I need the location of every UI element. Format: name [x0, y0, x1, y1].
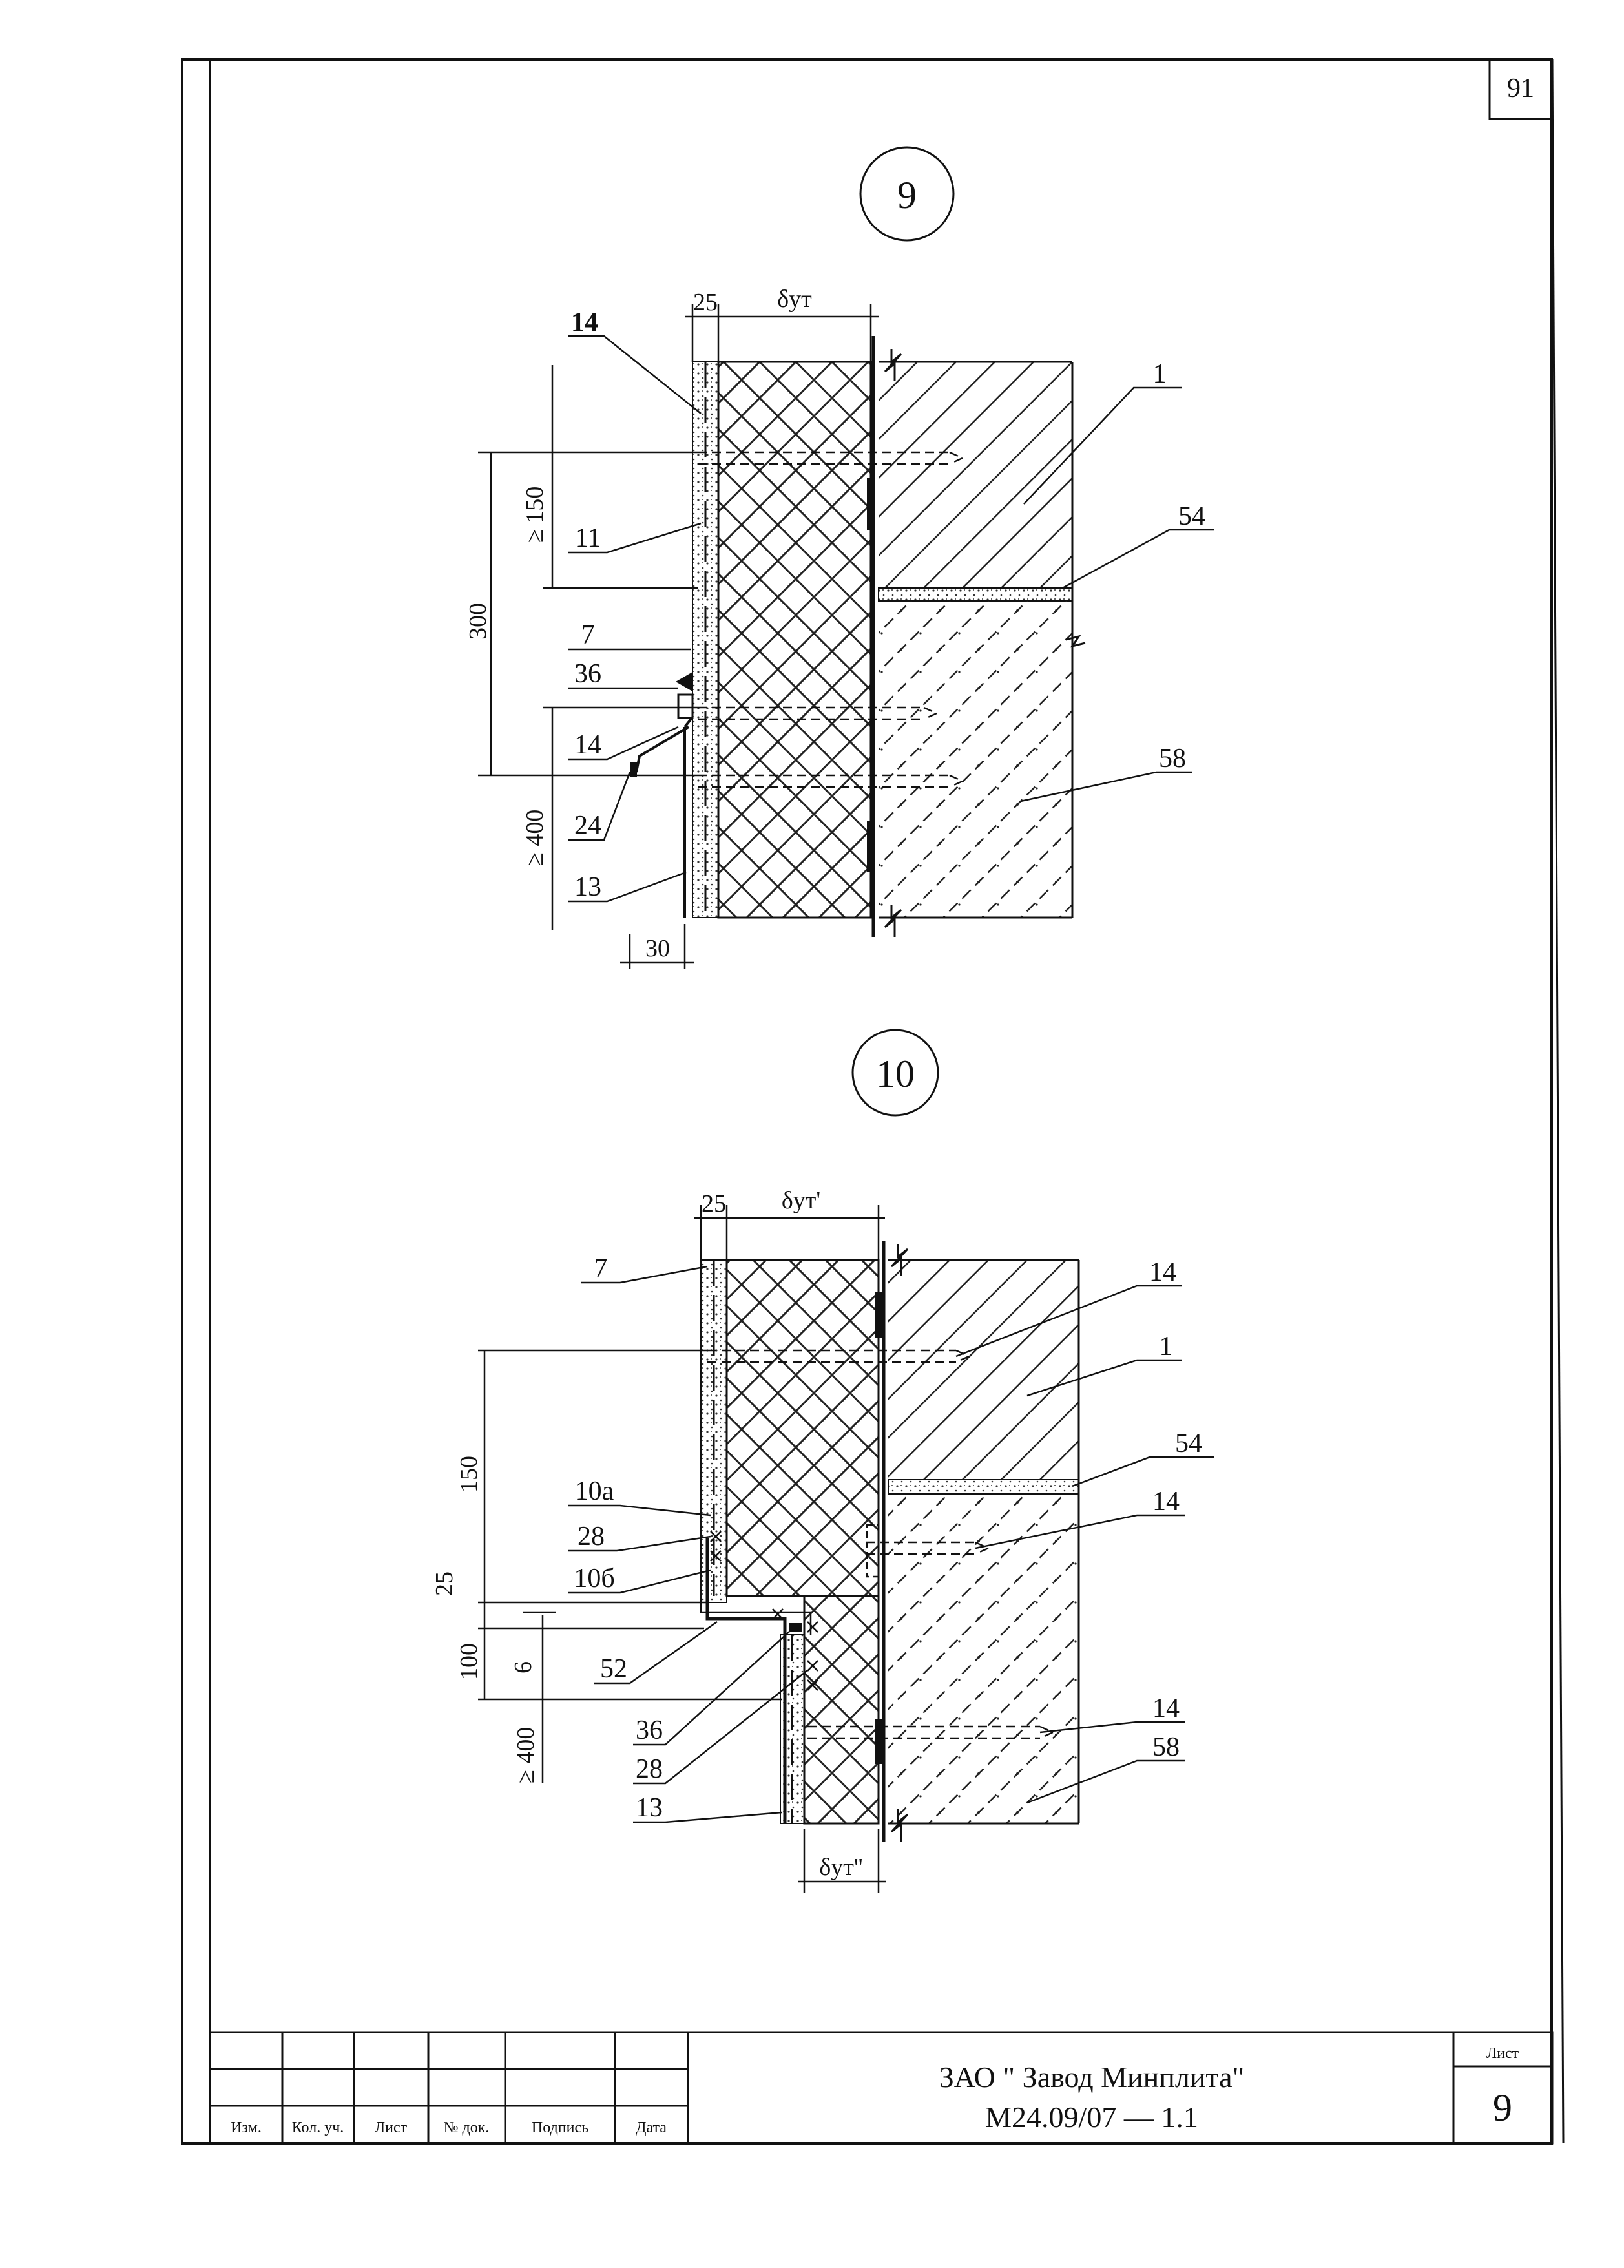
base-profile	[683, 716, 694, 918]
callout-54: 54	[1175, 1429, 1202, 1458]
callout-11: 11	[575, 523, 601, 553]
dim-gap: 25	[693, 289, 718, 316]
detail-9-circle	[859, 146, 955, 242]
callout-14: 14	[571, 308, 598, 337]
anchor	[698, 451, 965, 788]
adhesive-spot	[875, 1719, 883, 1764]
insulation-slab	[717, 361, 872, 919]
callout-13: 13	[636, 1793, 663, 1823]
detail-10-id: 10	[876, 1053, 915, 1095]
step-profile	[705, 1538, 787, 1823]
callout-10a: 10а	[575, 1476, 614, 1506]
cross-marks	[710, 1531, 818, 1691]
anchor	[707, 1349, 1056, 1739]
callout-7: 7	[594, 1254, 608, 1283]
adhesive-spot	[867, 478, 875, 530]
adhesive-spot	[875, 1292, 883, 1338]
callout-36: 36	[636, 1716, 663, 1745]
callout-28: 28	[578, 1522, 605, 1551]
callout-54: 54	[1178, 501, 1205, 531]
callout-14b: 14	[1152, 1487, 1180, 1517]
detail-9-id: 9	[897, 174, 917, 216]
detail-9: 9	[464, 146, 1214, 969]
dim-25: 25	[431, 1571, 458, 1596]
break-mark	[884, 905, 902, 937]
dim-gap: 25	[702, 1190, 726, 1217]
title-col-sign: Подпись	[532, 2119, 588, 2136]
callout-10b: 10б	[574, 1564, 614, 1593]
dim-insulation: δут	[777, 286, 812, 313]
detail-10-circle	[851, 1029, 939, 1117]
company-name: ЗАО " Завод Минплита"	[939, 2061, 1245, 2094]
title-col-list: Лист	[375, 2119, 408, 2136]
dim-step: 300	[464, 603, 492, 640]
adhesive-spot	[867, 821, 875, 872]
dim-top-min: ≥ 150	[521, 487, 548, 543]
title-col-date: Дата	[636, 2119, 667, 2136]
title-col-kolvo: Кол. уч.	[292, 2119, 344, 2136]
dim-150: 150	[455, 1456, 483, 1493]
break-mark	[890, 1244, 909, 1276]
callout-14a: 14	[1149, 1257, 1176, 1287]
sealant-36	[676, 672, 692, 691]
sheet-label: Лист	[1486, 2045, 1519, 2062]
dim-insulation-bottom: δут''	[819, 1854, 862, 1881]
callout-14b: 14	[574, 730, 601, 760]
dim-insulation-top: δут'	[782, 1187, 820, 1214]
dim-bottom-min: ≥ 400	[521, 810, 548, 866]
sheet-number-top: 91	[1507, 74, 1534, 103]
dim-6: 6	[510, 1661, 537, 1674]
callout-14c: 14	[1152, 1694, 1180, 1723]
document-code: М24.09/07 — 1.1	[985, 2101, 1198, 2134]
break-mark	[890, 1809, 909, 1842]
title-col-doc: № док.	[444, 2119, 490, 2136]
callout-1: 1	[1160, 1332, 1173, 1361]
dim-offset: 30	[645, 935, 670, 962]
break-mark	[1065, 635, 1086, 648]
mortar-joint	[888, 1479, 1079, 1495]
inner-border-right	[1551, 59, 1565, 2144]
callout-7: 7	[581, 620, 595, 650]
brick-wall	[888, 1260, 1079, 1480]
dim-100: 100	[455, 1643, 483, 1680]
callout-36: 36	[574, 659, 601, 689]
concrete-block	[888, 1494, 1079, 1823]
callout-24: 24	[574, 811, 601, 841]
title-block	[209, 2031, 1554, 2145]
mortar-joint	[878, 587, 1073, 602]
callout-52: 52	[600, 1654, 627, 1684]
drip-flashing	[635, 726, 690, 773]
callout-13: 13	[574, 872, 601, 902]
callout-58: 58	[1159, 744, 1186, 773]
concrete-block	[879, 601, 1072, 918]
sheet-value: 9	[1493, 2086, 1512, 2129]
insulation-upper	[725, 1259, 880, 1597]
title-col-izm: Изм.	[231, 2119, 262, 2136]
callout-28b: 28	[636, 1754, 663, 1784]
anchor-washer	[866, 1524, 880, 1578]
callout-58: 58	[1152, 1732, 1180, 1762]
callout-1: 1	[1153, 359, 1167, 389]
step-render-edge	[700, 1602, 812, 1635]
break-mark	[884, 349, 902, 381]
dim-bottom-min: ≥ 400	[512, 1727, 539, 1783]
sealant-36	[789, 1623, 802, 1632]
profile-cap	[677, 693, 694, 719]
sealant-24	[630, 762, 637, 777]
detail-10: 10	[431, 1029, 1214, 1893]
sheet-number-box	[1488, 58, 1553, 120]
brick-wall	[879, 362, 1072, 588]
